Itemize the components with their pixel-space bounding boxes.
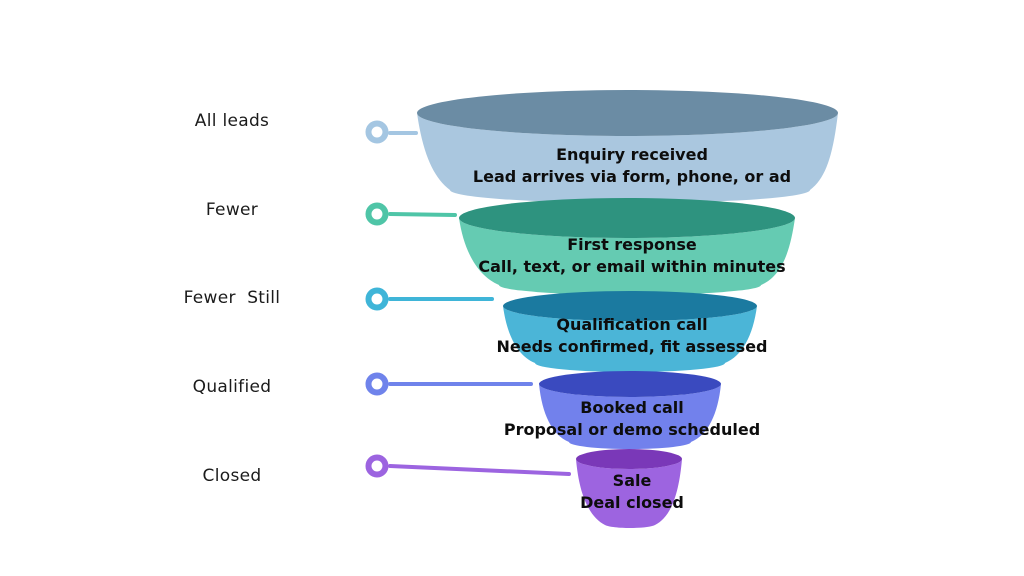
stage-title-3: Qualification call	[556, 315, 708, 334]
stage-label-5: Closed	[202, 466, 262, 486]
stage-marker-dot-3	[365, 287, 389, 311]
stage-title-4: Booked call	[580, 398, 684, 417]
stage-marker-line-2	[388, 212, 457, 217]
stage-text-2: First response Call, text, or email with…	[372, 234, 892, 278]
stage-title-5: Sale	[612, 471, 652, 490]
funnel-stage-body-3	[503, 306, 757, 372]
funnel-stage-body-5	[576, 459, 682, 528]
funnel-stage-body-1	[417, 113, 838, 203]
stage-subtitle-5: Deal closed	[580, 493, 684, 512]
stage-label-3: Fewer Still	[183, 288, 281, 308]
stage-subtitle-2: Call, text, or email within minutes	[478, 257, 786, 276]
stage-subtitle-1: Lead arrives via form, phone, or ad	[472, 167, 792, 186]
stage-marker-line-5	[388, 464, 571, 476]
funnel-stage-body-4	[539, 384, 721, 449]
stage-text-5: Sale Deal closed	[372, 470, 892, 514]
stage-label-2: Fewer	[205, 200, 259, 220]
funnel-stage-top-3	[503, 291, 757, 321]
stage-label-4: Qualified	[192, 377, 272, 397]
stage-marker-dot-2	[365, 202, 389, 226]
funnel-stage-top-5	[576, 449, 682, 469]
stage-marker-dot-4	[365, 372, 389, 396]
funnel-stage-top-2	[459, 198, 795, 238]
stage-subtitle-4: Proposal or demo scheduled	[503, 420, 761, 439]
stage-label-1: All leads	[194, 111, 270, 131]
stage-title-2: First response	[567, 235, 697, 254]
funnel-stage-body-2	[459, 218, 795, 295]
stage-marker-dot-1	[365, 120, 389, 144]
stage-subtitle-3: Needs confirmed, fit assessed	[496, 337, 768, 356]
stage-title-1: Enquiry received	[556, 145, 708, 164]
stage-text-3: Qualification call Needs confirmed, fit …	[372, 314, 892, 358]
stage-marker-dot-5	[365, 454, 389, 478]
stage-text-1: Enquiry received Lead arrives via form, …	[372, 144, 892, 188]
funnel-stage-top-4	[539, 371, 721, 397]
funnel-stage-top-1	[417, 90, 838, 136]
stage-text-4: Booked call Proposal or demo scheduled	[372, 397, 892, 441]
